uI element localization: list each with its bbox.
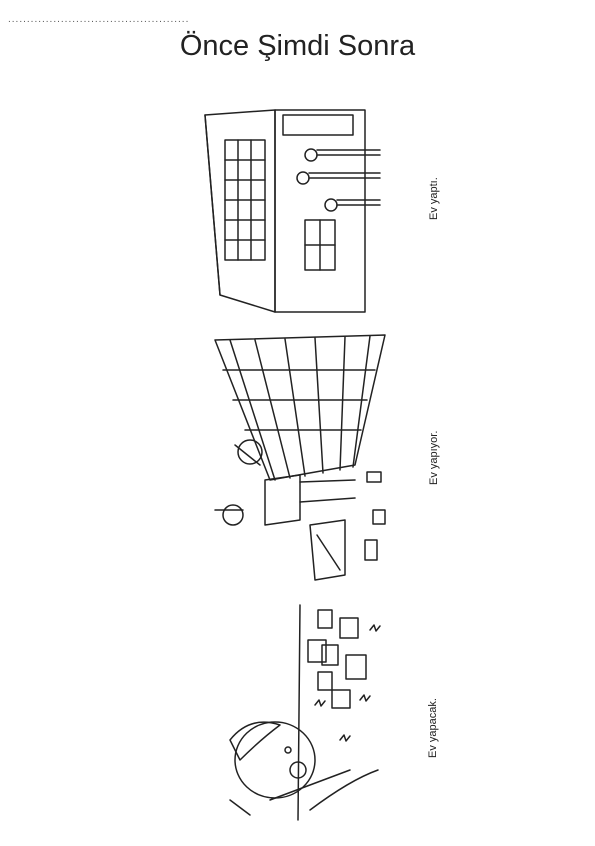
caption-ev-yapti: Ev yaptı. — [428, 177, 440, 220]
house-finished-illustration — [204, 109, 381, 313]
page-title: Önce Şimdi Sonra — [179, 30, 416, 62]
building-in-progress-illustration — [214, 334, 386, 581]
caption-ev-yapiyor: Ev yapıyor. — [428, 430, 440, 485]
name-line: ........................................… — [8, 14, 190, 25]
plan-to-build-illustration — [229, 604, 381, 821]
caption-ev-yapacak: Ev yapacak. — [427, 698, 439, 758]
